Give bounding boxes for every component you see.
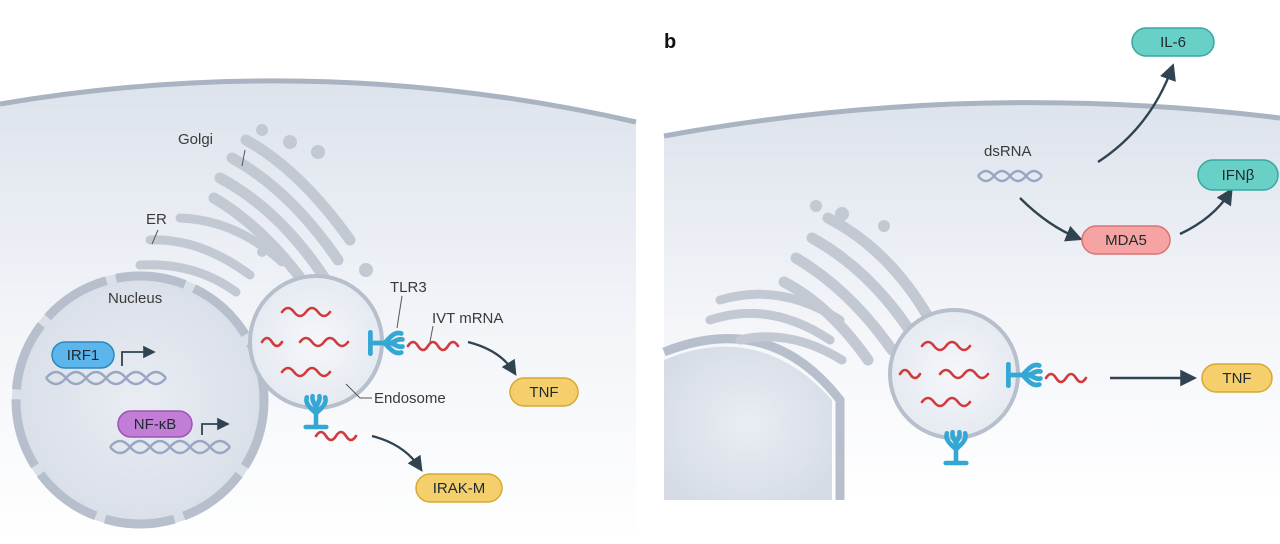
- arrow-to-il6: [1097, 63, 1176, 164]
- arrow-to-tnf-a: [467, 340, 517, 376]
- dna-helix-nfkb: [109, 439, 231, 455]
- arrow-to-ifnb: [1179, 187, 1233, 236]
- tnf-label-a: TNF: [529, 384, 558, 401]
- tnf-label-b: TNF: [1222, 370, 1251, 387]
- ivt-mrna-label: IVT mRNA: [432, 310, 503, 327]
- golgi-label: Golgi: [178, 131, 213, 148]
- irf1-label: IRF1: [67, 347, 100, 364]
- endosomal-rna: [260, 306, 350, 378]
- ifnb-label: IFNβ: [1222, 167, 1255, 184]
- nfkb-label: NF-κB: [134, 416, 177, 433]
- nucleus-label: Nucleus: [108, 290, 162, 307]
- dsrna-label: dsRNA: [984, 143, 1032, 160]
- endoplasmic-reticulum-a: [135, 213, 287, 297]
- il6-node: IL-6: [1131, 27, 1215, 57]
- endosome: [248, 274, 384, 410]
- plasma-membrane-a: [0, 78, 637, 125]
- irakm-node: IRAK-M: [415, 473, 503, 503]
- plasma-membrane-b: [663, 100, 1280, 139]
- arrow-to-mda5: [1019, 197, 1083, 242]
- irf1-node: IRF1: [51, 341, 115, 369]
- il6-label: IL-6: [1160, 34, 1186, 51]
- dna-helix-irf1: [45, 370, 167, 386]
- panel-a: IRF1 NF-κB: [0, 78, 637, 544]
- panel-b: b: [662, 27, 1280, 500]
- endosomal-rna-b: [898, 340, 990, 408]
- tnf-node-b: TNF: [1201, 363, 1273, 393]
- tlr3-label: TLR3: [390, 279, 427, 296]
- golgi-apparatus-b: [778, 212, 936, 366]
- rna-strand-b: [1044, 372, 1088, 384]
- mda5-label: MDA5: [1105, 232, 1147, 249]
- nucleus: [11, 271, 269, 529]
- panel-b-letter: b: [664, 31, 676, 53]
- dsrna-helix: [977, 169, 1043, 183]
- tnf-node-a: TNF: [509, 377, 579, 407]
- endosome-label: Endosome: [374, 390, 446, 407]
- ivt-mrna-strand: [406, 340, 460, 352]
- er-label: ER: [146, 211, 167, 228]
- ifnb-node: IFNβ: [1197, 159, 1279, 191]
- transcription-arrow-icon: [121, 345, 230, 435]
- mda5-node: MDA5: [1081, 225, 1171, 255]
- nfkb-node: NF-κB: [117, 410, 193, 438]
- arrow-to-irakm: [371, 434, 423, 472]
- leader-lines-a: [151, 149, 434, 399]
- irakm-label: IRAK-M: [433, 480, 486, 497]
- rna-strand-bottom: [314, 430, 358, 442]
- nucleus-b: [662, 334, 845, 500]
